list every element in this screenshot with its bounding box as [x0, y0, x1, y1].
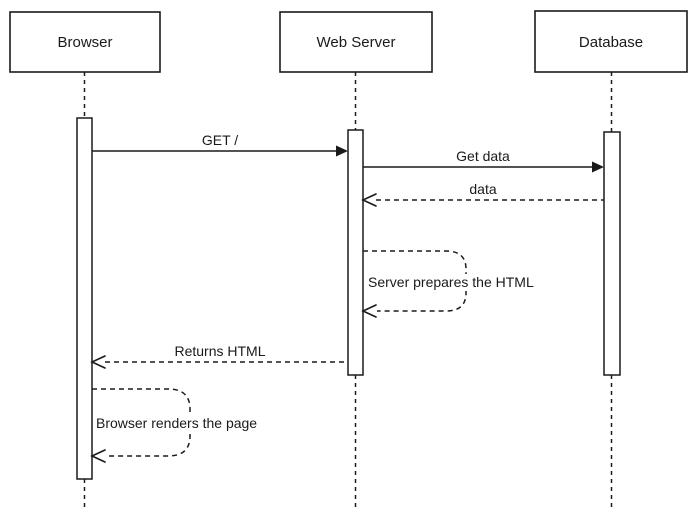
arrowhead-filled-icon [592, 161, 604, 173]
activation-bar-browser [76, 117, 93, 480]
arrowhead-open-icon [90, 355, 106, 369]
activation-bar-webserver [347, 129, 364, 376]
message-label-prepare: Server prepares the HTML [368, 274, 534, 290]
arrowhead-open-icon [361, 304, 377, 318]
actor-label-browser: Browser [57, 34, 112, 51]
message-label-getdata: Get data [456, 148, 510, 164]
activation-bar-database [603, 131, 621, 376]
message-label-background [365, 274, 571, 291]
message-label-renders: Browser renders the page [96, 415, 257, 431]
arrowhead-filled-icon [336, 145, 348, 157]
actor-box-database [534, 10, 688, 73]
actor-label-webserver: Web Server [317, 34, 396, 51]
message-label-background [94, 415, 278, 432]
self-message-loop-webserver [363, 250, 467, 312]
message-label-returns: Returns HTML [174, 343, 265, 359]
message-label-get: GET / [202, 132, 238, 148]
message-label-data: data [469, 181, 496, 197]
arrowhead-open-icon [361, 193, 377, 207]
arrowhead-open-icon [90, 449, 106, 463]
self-message-loop-browser [92, 388, 191, 457]
actor-box-webserver [279, 11, 433, 73]
actor-label-database: Database [579, 34, 643, 51]
actor-box-browser [9, 11, 161, 73]
